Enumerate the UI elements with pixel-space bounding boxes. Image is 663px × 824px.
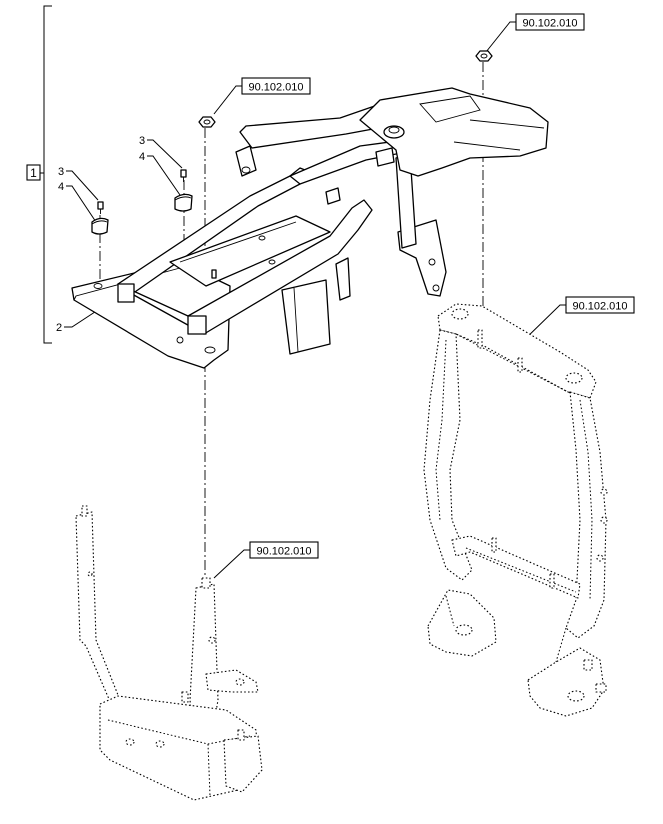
callout-4-right-label: 4: [139, 151, 145, 163]
rear-rops-frame: [423, 303, 608, 717]
nut-top-center: [198, 116, 216, 128]
ref-top-center-label: 90.102.010: [248, 82, 303, 94]
group-bracket-label: 1: [30, 166, 37, 180]
callout-4-left: 4: [58, 181, 97, 223]
support-post: [281, 279, 331, 355]
ref-top-right-label: 90.102.010: [522, 18, 577, 30]
group-bracket: 1: [26, 5, 52, 344]
ref-bottom-center[interactable]: 90.102.010: [213, 541, 319, 579]
ref-top-right[interactable]: 90.102.010: [485, 13, 585, 53]
front-lower-frame: [75, 505, 263, 801]
screw-right: [180, 169, 187, 182]
screw-left: [97, 201, 104, 214]
clip-right: [174, 193, 193, 212]
callout-2: 2: [56, 305, 105, 334]
ref-bottom-center-label: 90.102.010: [256, 546, 311, 558]
callout-3-right-label: 3: [139, 135, 145, 147]
ref-right-frame[interactable]: 90.102.010: [521, 296, 635, 343]
callout-4-right: 4: [139, 151, 181, 196]
callout-3-left-label: 3: [58, 166, 64, 178]
ref-top-center[interactable]: 90.102.010: [213, 77, 311, 115]
callout-3-right: 3: [139, 135, 183, 169]
callout-4-left-label: 4: [58, 181, 64, 193]
callout-3-left: 3: [58, 166, 99, 201]
main-frame: [117, 87, 549, 335]
clip-left: [91, 217, 109, 235]
callout-2-label: 2: [56, 322, 62, 334]
nut-top-right: [475, 50, 493, 62]
ref-right-frame-label: 90.102.010: [572, 301, 627, 313]
